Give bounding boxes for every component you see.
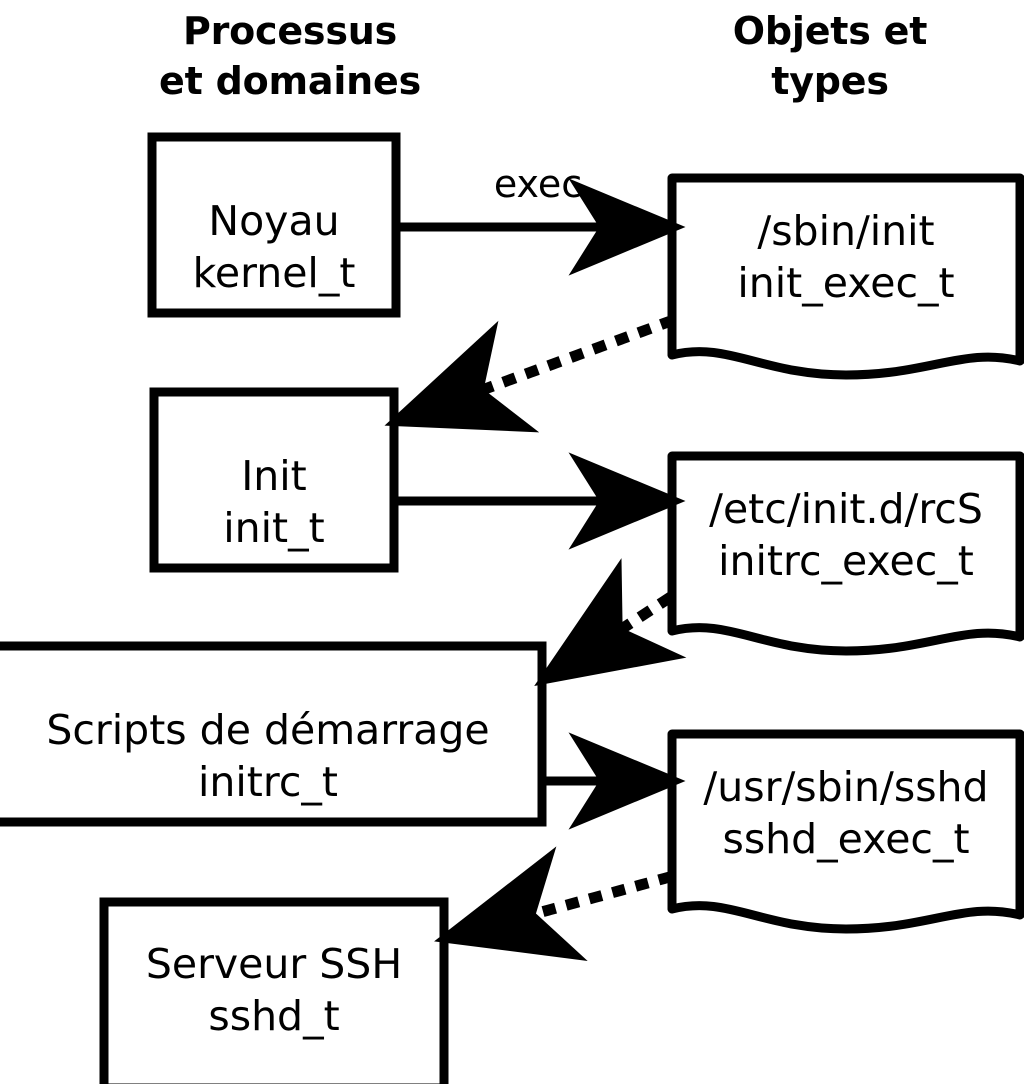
edge-sshd-exec-to-sshd <box>434 846 673 961</box>
process-box-kernel[interactable] <box>147 132 401 318</box>
object-doc-sshd-exec[interactable] <box>667 729 1024 934</box>
process-box-initrc[interactable] <box>0 641 547 827</box>
column-title-processes: Processus et domaines <box>159 9 421 103</box>
edge-initrc-exec-to-initrc <box>534 558 687 687</box>
edge-init-exec-to-init <box>384 314 676 433</box>
object-doc-initrc-exec[interactable] <box>667 451 1024 656</box>
process-box-sshd[interactable] <box>99 897 449 1084</box>
edge-label-exec: exec <box>493 162 583 206</box>
process-box-init[interactable] <box>149 387 399 573</box>
object-doc-init-exec[interactable] <box>667 173 1024 380</box>
column-title-objects: Objets et types <box>732 9 928 103</box>
